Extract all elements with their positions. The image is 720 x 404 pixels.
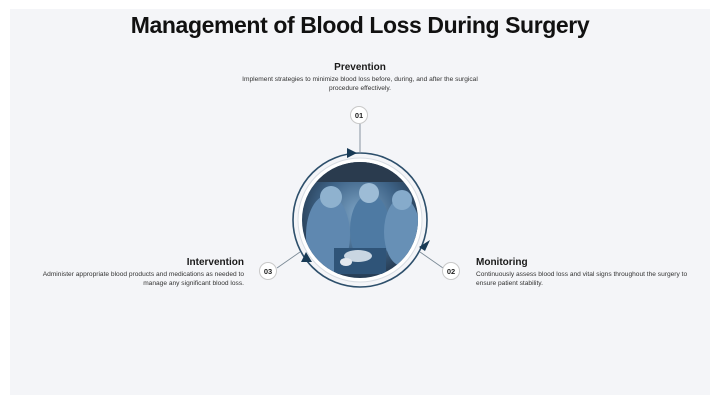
step-number-badge: 01 <box>350 106 368 124</box>
step-heading-monitoring: Monitoring <box>476 257 528 268</box>
connector-intervention <box>276 251 301 269</box>
step-heading-prevention: Prevention <box>334 62 386 73</box>
page-title: Management of Blood Loss During Surgery <box>130 12 590 38</box>
cycle-arrow-icon <box>301 252 312 262</box>
connector-monitoring <box>419 251 444 269</box>
step-description-prevention: Implement strategies to minimize blood l… <box>242 76 478 92</box>
cycle-arrow-icon <box>347 148 357 158</box>
step-number-badge: 02 <box>442 262 460 280</box>
step-description-intervention: Administer appropriate blood products an… <box>42 271 244 287</box>
step-heading-intervention: Intervention <box>186 257 244 268</box>
step-description-monitoring: Continuously assess blood loss and vital… <box>476 271 688 287</box>
step-number-badge: 03 <box>259 262 277 280</box>
cycle-arrow-icon <box>419 240 430 251</box>
